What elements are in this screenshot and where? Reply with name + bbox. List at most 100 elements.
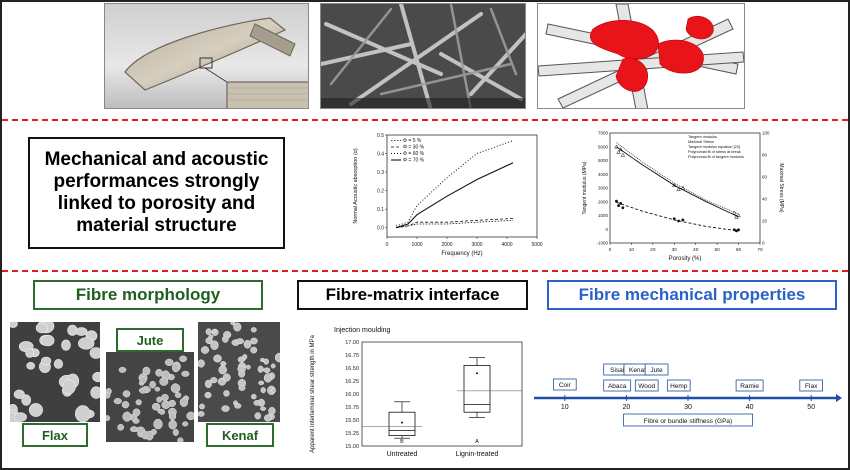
stiffness-axis-arrowhead (836, 394, 842, 402)
fibre-cell-shape (159, 408, 166, 415)
max-stress-point (672, 217, 676, 221)
boxplot-y-axis-label: Apparent interlaminar shear strength in … (310, 334, 316, 452)
max-stress-point (617, 204, 620, 207)
porosity-y-tick-label: 3000 (598, 186, 609, 191)
fibre-cell-shape (132, 408, 141, 417)
main-statement-box: Mechanical and acoustic performances str… (28, 137, 285, 249)
fibre-cell-shape (122, 411, 132, 422)
boxplot-category-label: Untreated (387, 451, 418, 458)
tangent-modulus-equation-line (616, 142, 739, 215)
boxplot-frame (361, 341, 523, 447)
fibre-cell-shape (263, 373, 273, 383)
acoustic-y-axis-label: Normal Acoustic absorption (α) (353, 148, 359, 223)
fibre-cell-shape (89, 347, 100, 359)
fibre-cell-shape (220, 361, 227, 367)
fibre-cell-shape (113, 398, 122, 405)
fibre-cell-shape (257, 365, 264, 373)
fibre-matrix-header: Fibre-matrix interface (297, 280, 528, 310)
fibre-cell-shape (182, 421, 189, 427)
fibre-cell-shape (135, 399, 142, 406)
fibre-cell-shape (168, 412, 177, 421)
fibre-cell-shape (155, 368, 163, 377)
acoustic-x-tick-label: 2000 (441, 242, 452, 248)
stiffness-tick-label: 30 (684, 404, 692, 411)
tangent-modulus-fit-line (616, 146, 739, 218)
porosity-y-right-axis-label: Maximal Stress (MPa) (778, 163, 784, 213)
fibre-cell-shape (246, 364, 251, 370)
acoustic-x-tick-label: 0 (386, 242, 389, 248)
porosity-y-axis-label: Tangent modulus (MPa) (582, 161, 588, 214)
fibre-cell-shape (75, 327, 88, 336)
fibre-cell-shape (271, 387, 276, 394)
fibre-cell-shape (204, 379, 212, 389)
porosity-y-tick-label: -1000 (596, 241, 608, 246)
tangent-modulus-point (620, 152, 626, 157)
porosity-x-tick-label: 0 (609, 247, 612, 253)
fibre-cell-shape (177, 437, 184, 442)
boxplot-y-tick-label: 16.75 (345, 353, 359, 359)
boxplot-y-tick-label: 16.00 (345, 392, 359, 398)
fibre-cell-shape (41, 334, 55, 347)
fibre-cell-shape (270, 363, 276, 369)
porosity-x-tick-label: 10 (629, 247, 635, 253)
porosity-x-tick-label: 70 (757, 247, 763, 253)
tangent-modulus-point (614, 144, 619, 149)
porosity-y-tick-label: 4000 (598, 172, 609, 177)
fibre-cell-shape (250, 346, 258, 354)
fibre-cell-shape (25, 347, 34, 358)
fibre-cell-shape (62, 379, 76, 395)
fibre-cell-shape (172, 428, 179, 436)
acoustic-series-line-1 (395, 218, 514, 229)
fibre-cell-shape (174, 392, 182, 398)
porosity-y-right-tick-label: 60 (762, 175, 768, 180)
fibre-cell-shape (199, 403, 205, 410)
fibre-cell-shape (263, 358, 269, 365)
fibre-cell-shape (122, 390, 131, 398)
fibre-cell-shape (222, 335, 229, 343)
fibre-cell-shape (242, 354, 248, 360)
porosity-x-tick-label: 60 (736, 247, 742, 253)
fibre-cell-shape (151, 402, 161, 411)
fibre-cell-shape (40, 356, 52, 366)
stiffness-axis-label: Fibre or bundle stiffness (GPa) (644, 418, 732, 425)
max-stress-point (681, 218, 685, 222)
boxplot-y-tick-label: 17.00 (345, 340, 359, 346)
fibre-morphology-text: Fibre morphology (75, 285, 221, 304)
acoustic-legend-label: Φ = 70 % (403, 158, 425, 164)
fibre-cell-shape (149, 380, 156, 389)
fibre-mechanical-text: Fibre mechanical properties (578, 285, 806, 304)
acoustic-plot-frame (386, 134, 538, 238)
fibre-cell-shape (234, 403, 242, 409)
fibre-cell-shape (138, 387, 148, 394)
fibre-morphology-header: Fibre morphology (33, 280, 263, 310)
fibre-cell-shape (168, 419, 177, 430)
fibre-cell-shape (263, 367, 271, 373)
fibre-cell-shape (198, 411, 205, 417)
acoustic-x-tick-label: 1000 (411, 242, 422, 248)
acoustic-y-tick-label: 0.1 (377, 207, 384, 213)
boxplot-y-tick-label: 15.25 (345, 431, 359, 437)
fibre-cell-shape (21, 394, 32, 406)
stiffness-fibre-box-abaca (603, 379, 632, 392)
porosity-legend-label: Polynomial fit of tangent modulus (688, 155, 744, 159)
acoustic-y-tick-label: 0.4 (377, 151, 384, 157)
fibre-cell-shape (250, 337, 258, 345)
stiffness-fibre-label: Wood (638, 383, 655, 390)
tangent-modulus-point (616, 149, 621, 154)
fibre-cell-shape (179, 355, 187, 363)
fibre-cell-shape (253, 400, 261, 406)
boxplot-mean-point (401, 421, 403, 424)
fibre-cell-shape (204, 391, 212, 399)
boxplot-y-tick-label: 16.25 (345, 379, 359, 385)
acoustic-y-tick-label: 0.3 (377, 170, 384, 176)
porosity-x-tick-label: 40 (693, 247, 699, 253)
porosity-y-tick-label: 2000 (598, 199, 609, 204)
acoustic-y-tick-label: 0.5 (377, 133, 384, 139)
fibre-cell-shape (205, 328, 212, 336)
acoustic-legend-label: Φ = 60 % (403, 151, 425, 157)
porosity-y-tick-label: 6000 (598, 144, 609, 149)
